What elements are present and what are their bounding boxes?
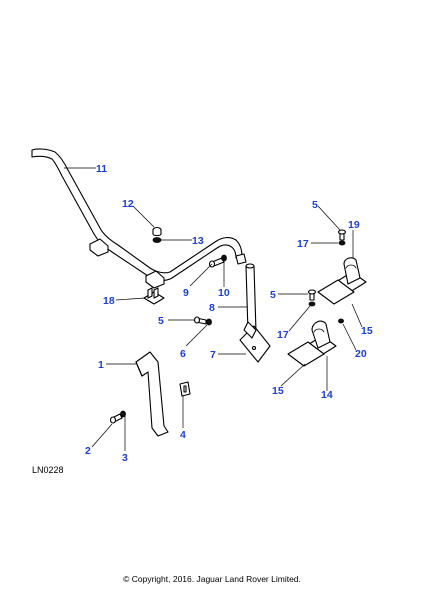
- part-4-clip: [179, 381, 191, 397]
- part-15-plate-upper: [317, 279, 355, 305]
- callout-5-right-top: 5: [312, 199, 318, 211]
- part-5-bolt-right-mid: [307, 289, 317, 301]
- callout-6: 6: [180, 348, 186, 360]
- callout-18: 18: [103, 295, 115, 307]
- callout-14: 14: [321, 389, 333, 401]
- callout-17-top: 17: [297, 238, 309, 250]
- callout-13: 13: [192, 235, 204, 247]
- part-5-bolt-left: [193, 316, 207, 325]
- callout-7: 7: [210, 349, 216, 361]
- callout-11: 11: [96, 163, 107, 175]
- diagram-reference-code: LN0228: [32, 465, 64, 475]
- callout-19: 19: [348, 219, 360, 231]
- callout-5-right-mid: 5: [270, 289, 276, 301]
- callout-1: 1: [98, 359, 104, 371]
- part-7-base-plate: [239, 321, 271, 363]
- callout-15-bottom: 15: [272, 385, 284, 397]
- part-10-nut: [221, 254, 227, 262]
- callout-5-left: 5: [158, 315, 164, 327]
- part-6-nut-left: [206, 318, 212, 326]
- callout-10: 10: [218, 287, 230, 299]
- part-5-bolt-right-top: [337, 229, 347, 241]
- part-17-nut-right-mid: [308, 301, 316, 307]
- part-20-nut: [338, 318, 344, 324]
- leader-lines: [64, 167, 363, 451]
- part-11-bar: [31, 148, 247, 289]
- part-2-bolt: [109, 413, 123, 424]
- part-12-cap: [152, 226, 162, 237]
- callout-8: 8: [209, 302, 215, 314]
- part-19-mount-upper: [335, 257, 367, 293]
- callout-3: 3: [122, 452, 128, 464]
- callout-17-mid: 17: [277, 329, 289, 341]
- part-3-nut: [120, 410, 126, 418]
- part-1-arm: [135, 351, 169, 437]
- callout-labels: 11 12 13 9 10 8 18 5 6 7 1 4 2 3 5 19 17…: [85, 163, 373, 464]
- callout-20: 20: [355, 348, 367, 360]
- part-13-nut: [152, 237, 162, 243]
- part-18-bracket: [143, 287, 165, 305]
- copyright-notice: © Copyright, 2016. Jaguar Land Rover Lim…: [123, 574, 301, 584]
- part-15-plate-lower: [287, 341, 325, 367]
- part-17-nut-right-top: [338, 240, 346, 246]
- callout-12: 12: [122, 198, 134, 210]
- callout-4: 4: [180, 429, 186, 441]
- callout-9: 9: [183, 287, 189, 299]
- callout-2: 2: [85, 445, 91, 457]
- callout-15-top: 15: [361, 325, 373, 337]
